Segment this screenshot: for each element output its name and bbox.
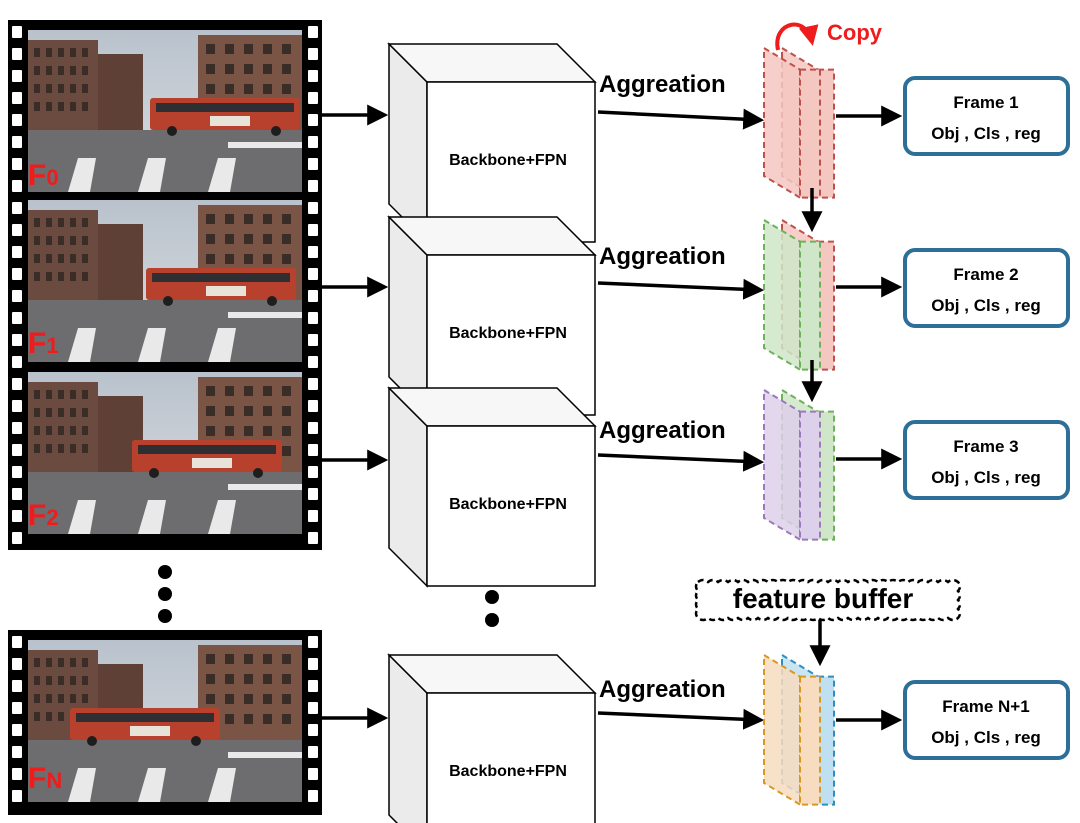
frame-label-f0: F0 bbox=[28, 159, 59, 192]
backbone-label: Backbone+FPN bbox=[449, 325, 567, 342]
svg-text:Obj , Cls , reg: Obj , Cls , reg bbox=[931, 296, 1041, 315]
backbone-label: Backbone+FPN bbox=[449, 496, 567, 513]
backbone-fpn-box: Backbone+FPN bbox=[387, 653, 597, 823]
svg-text:Frame 1: Frame 1 bbox=[953, 93, 1018, 112]
arrow-right-icon bbox=[322, 104, 389, 729]
backbone-fpn-box: Backbone+FPN bbox=[387, 42, 597, 244]
street-scene-image bbox=[28, 200, 302, 362]
frame-label-f2: F2 bbox=[28, 499, 59, 532]
svg-text:Frame N+1: Frame N+1 bbox=[942, 697, 1029, 716]
output-frame-2: Frame 2 Obj , Cls , reg bbox=[903, 248, 1070, 328]
output-frame-3: Frame 3 Obj , Cls , reg bbox=[903, 420, 1070, 500]
backbone-fpn-box: Backbone+FPN bbox=[387, 215, 597, 417]
svg-text:Obj , Cls , reg: Obj , Cls , reg bbox=[931, 124, 1041, 143]
feature-map-stack bbox=[763, 218, 835, 372]
feature-map-stack bbox=[763, 653, 835, 807]
curved-copy-arrow-icon bbox=[775, 22, 819, 51]
frame-label-fn: FN bbox=[28, 762, 62, 795]
feature-map-stack bbox=[763, 388, 835, 542]
red-bus-icon bbox=[150, 98, 300, 136]
svg-text:Obj , Cls , reg: Obj , Cls , reg bbox=[931, 728, 1041, 747]
backbone-fpn-box: Backbone+FPN bbox=[387, 386, 597, 588]
street-scene-image bbox=[28, 372, 302, 534]
aggregation-label-2: Aggreation bbox=[599, 243, 726, 270]
backbone-label: Backbone+FPN bbox=[449, 152, 567, 169]
svg-text:Obj , Cls , reg: Obj , Cls , reg bbox=[931, 468, 1041, 487]
output-arrows bbox=[836, 105, 903, 731]
red-bus-icon bbox=[132, 440, 282, 478]
red-bus-icon bbox=[70, 708, 220, 746]
street-scene-image bbox=[28, 640, 302, 802]
aggregation-arrows bbox=[597, 108, 765, 730]
aggregation-label-4: Aggreation bbox=[599, 676, 726, 703]
street-scene-image bbox=[28, 30, 302, 192]
svg-text:feature buffer: feature buffer bbox=[733, 583, 914, 614]
arrow-down-icon bbox=[801, 188, 831, 667]
svg-text:Frame 2: Frame 2 bbox=[953, 265, 1018, 284]
red-bus-icon bbox=[146, 268, 296, 306]
output-frame-n-plus-1: Frame N+1 Obj , Cls , reg bbox=[903, 680, 1070, 760]
frame-label-f1: F1 bbox=[28, 327, 59, 360]
backbone-label: Backbone+FPN bbox=[449, 763, 567, 780]
ellipsis-vertical-icon-left bbox=[158, 565, 172, 623]
aggregation-label-3: Aggreation bbox=[599, 417, 726, 444]
output-frame-1: Frame 1 Obj , Cls , reg bbox=[903, 76, 1070, 156]
feature-map-stack bbox=[763, 46, 835, 200]
svg-text:Frame 3: Frame 3 bbox=[953, 437, 1018, 456]
feature-buffer-box: feature buffer bbox=[694, 578, 962, 622]
aggregation-label-1: Aggreation bbox=[599, 71, 726, 98]
copy-label: Copy bbox=[827, 20, 883, 45]
